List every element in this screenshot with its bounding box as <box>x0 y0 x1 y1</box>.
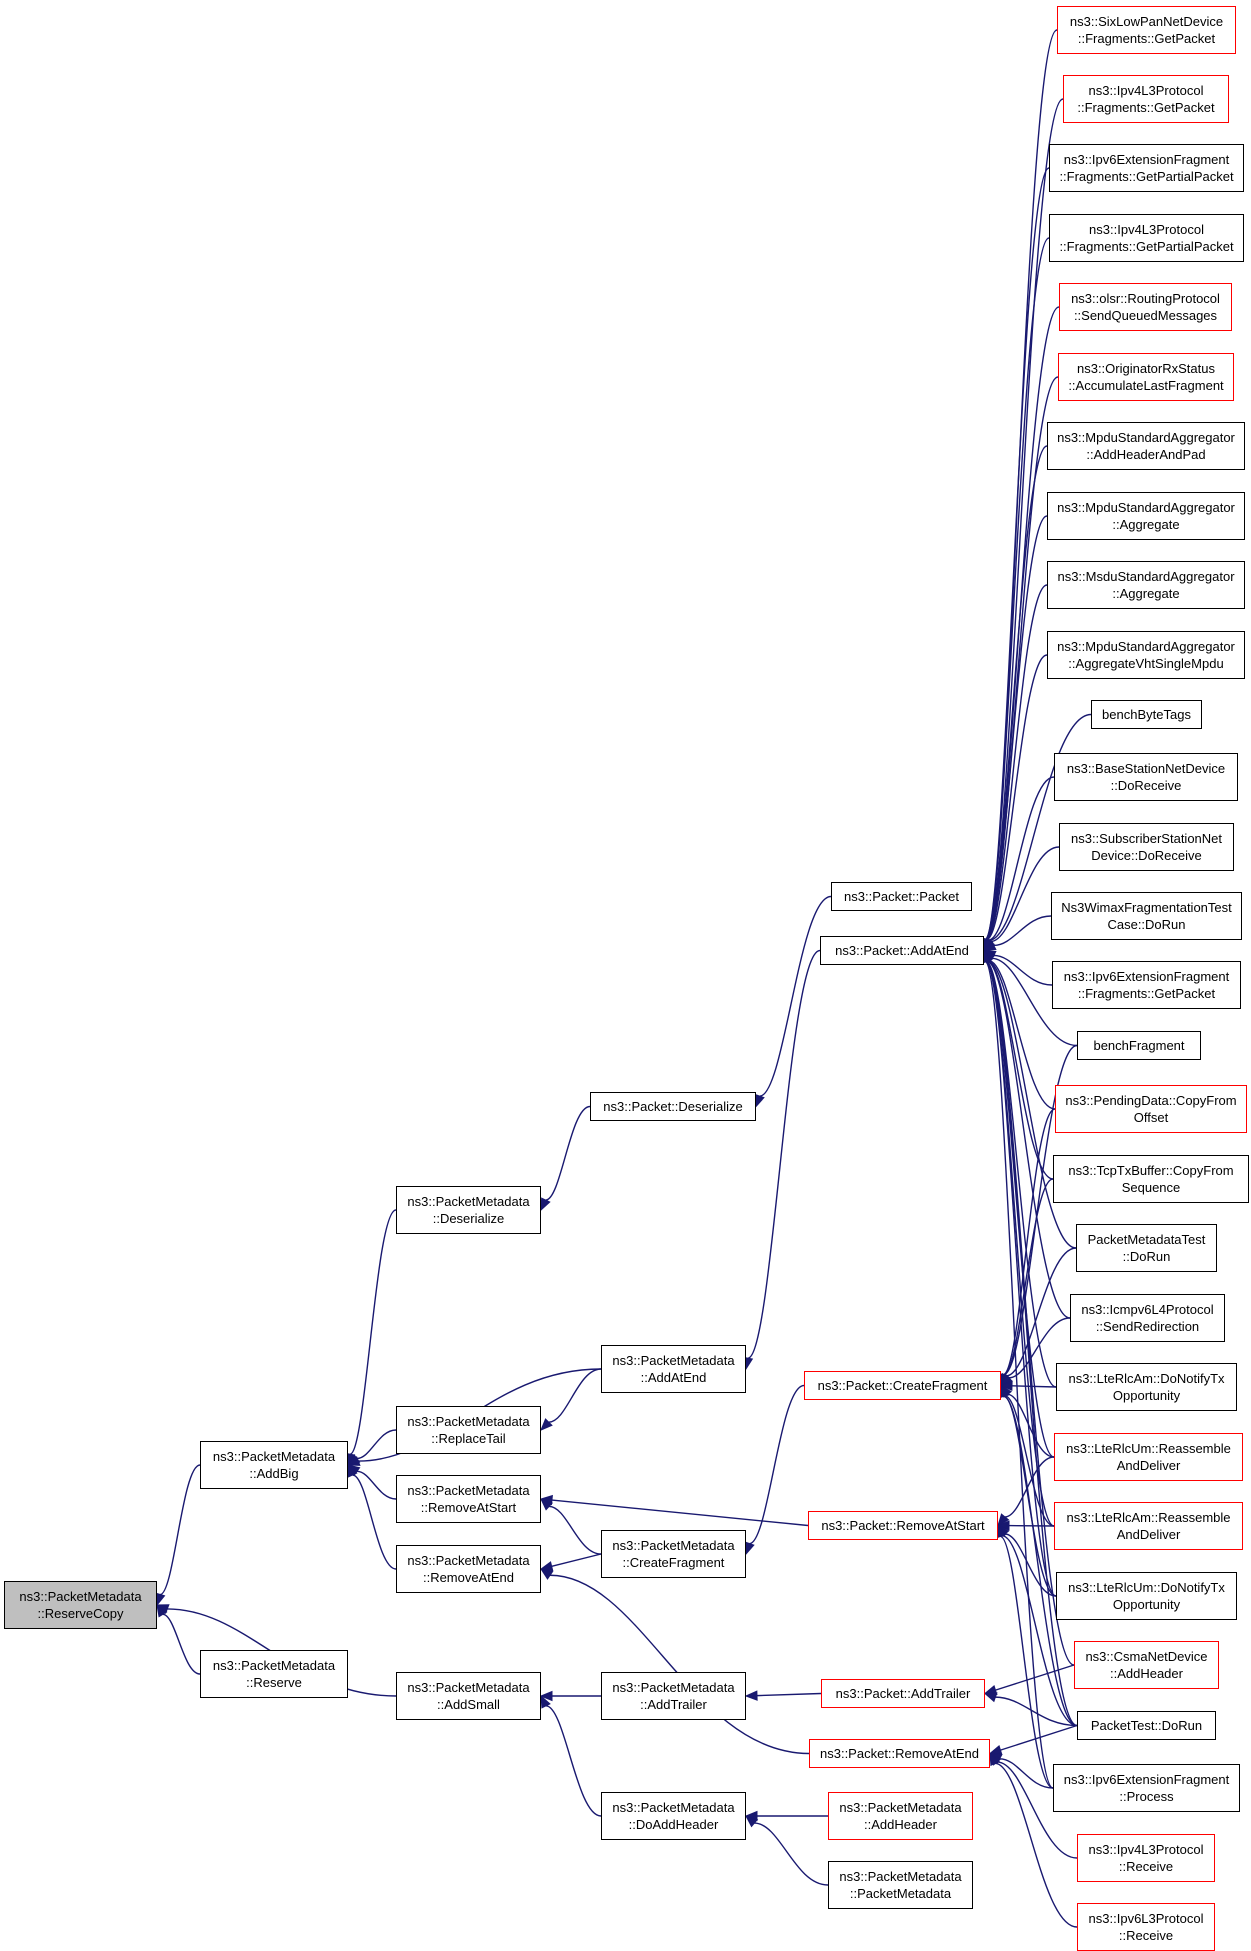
graph-node-n0: ns3::PacketMetadata ::ReserveCopy <box>4 1581 157 1629</box>
graph-node-n44[interactable]: ns3::LteRlcUm::DoNotifyTx Opportunity <box>1056 1572 1237 1620</box>
edge-n0-n2 <box>163 1614 200 1674</box>
edge-arrowhead-n11-n17 <box>746 1691 757 1700</box>
edge-n4-n8 <box>546 1107 590 1201</box>
edge-n14-n45 <box>985 961 1074 1665</box>
graph-node-n48[interactable]: ns3::Ipv4L3Protocol ::Receive <box>1077 1834 1215 1882</box>
graph-node-n5[interactable]: ns3::PacketMetadata ::ReplaceTail <box>396 1406 541 1454</box>
graph-node-n14[interactable]: ns3::Packet::AddAtEnd <box>820 936 984 965</box>
edge-arrowhead-n8-n13 <box>755 1095 763 1107</box>
edges-layer <box>156 30 1091 1927</box>
edge-n15-n41 <box>1012 1386 1056 1387</box>
edge-n14-n35 <box>994 955 1052 985</box>
graph-node-n40[interactable]: ns3::Icmpv6L4Protocol ::SendRedirection <box>1070 1294 1225 1342</box>
graph-node-n49[interactable]: ns3::Ipv6L3Protocol ::Receive <box>1077 1903 1215 1951</box>
edge-n0-n1 <box>160 1465 200 1594</box>
graph-node-n13[interactable]: ns3::Packet::Packet <box>831 882 972 911</box>
edge-n1-n7 <box>353 1475 396 1569</box>
edge-n1-n4 <box>350 1210 396 1454</box>
edge-arrowhead-n17-n46 <box>985 1693 997 1702</box>
graph-node-n1[interactable]: ns3::PacketMetadata ::AddBig <box>200 1441 348 1489</box>
graph-node-n39[interactable]: PacketMetadataTest ::DoRun <box>1076 1224 1217 1272</box>
graph-node-n27[interactable]: ns3::MpduStandardAggregator ::AddHeaderA… <box>1047 422 1245 470</box>
graph-node-n36[interactable]: benchFragment <box>1077 1031 1201 1060</box>
graph-node-n31[interactable]: benchByteTags <box>1091 700 1202 729</box>
graph-node-n3[interactable]: ns3::PacketMetadata ::AddSmall <box>396 1672 541 1720</box>
graph-node-n15[interactable]: ns3::Packet::CreateFragment <box>804 1371 1001 1400</box>
graph-node-n43[interactable]: ns3::LteRlcAm::Reassemble AndDeliver <box>1054 1502 1243 1550</box>
edge-n6-n10 <box>549 1506 601 1554</box>
graph-node-n47[interactable]: ns3::Ipv6ExtensionFragment ::Process <box>1053 1764 1240 1812</box>
graph-node-n46[interactable]: PacketTest::DoRun <box>1077 1711 1216 1740</box>
graph-node-n37[interactable]: ns3::PendingData::CopyFrom Offset <box>1055 1085 1247 1133</box>
graph-node-n25[interactable]: ns3::olsr::RoutingProtocol ::SendQueuedM… <box>1059 283 1232 331</box>
graph-node-n18[interactable]: ns3::Packet::RemoveAtEnd <box>809 1739 990 1768</box>
graph-node-n12[interactable]: ns3::PacketMetadata ::DoAddHeader <box>601 1792 746 1840</box>
graph-node-n17[interactable]: ns3::Packet::AddTrailer <box>821 1679 985 1708</box>
edge-n1-n5 <box>357 1430 396 1459</box>
graph-node-n9[interactable]: ns3::PacketMetadata ::AddAtEnd <box>601 1345 746 1393</box>
edge-n3-n12 <box>546 1706 601 1816</box>
graph-node-n38[interactable]: ns3::TcpTxBuffer::CopyFrom Sequence <box>1053 1155 1249 1203</box>
graph-node-n28[interactable]: ns3::MpduStandardAggregator ::Aggregate <box>1047 492 1245 540</box>
graph-node-n23[interactable]: ns3::Ipv6ExtensionFragment ::Fragments::… <box>1049 144 1244 192</box>
graph-node-n16[interactable]: ns3::Packet::RemoveAtStart <box>808 1511 998 1540</box>
graph-node-n42[interactable]: ns3::LteRlcUm::Reassemble AndDeliver <box>1054 1433 1243 1481</box>
graph-node-n22[interactable]: ns3::Ipv4L3Protocol ::Fragments::GetPack… <box>1063 75 1229 123</box>
edge-n6-n16 <box>552 1500 808 1525</box>
graph-node-n7[interactable]: ns3::PacketMetadata ::RemoveAtEnd <box>396 1545 541 1593</box>
graph-node-n4[interactable]: ns3::PacketMetadata ::Deserialize <box>396 1186 541 1234</box>
edge-n7-n18 <box>550 1575 809 1753</box>
graph-node-n24[interactable]: ns3::Ipv4L3Protocol ::Fragments::GetPart… <box>1049 214 1244 262</box>
edge-arrowhead-n18-n46 <box>990 1746 1002 1755</box>
edge-arrowhead-n0-n1 <box>156 1593 165 1605</box>
graph-node-n32[interactable]: ns3::BaseStationNetDevice ::DoReceive <box>1054 753 1238 801</box>
graph-node-n35[interactable]: ns3::Ipv6ExtensionFragment ::Fragments::… <box>1052 961 1241 1009</box>
graph-node-n2[interactable]: ns3::PacketMetadata ::Reserve <box>200 1650 348 1698</box>
graph-node-n21[interactable]: ns3::SixLowPanNetDevice ::Fragments::Get… <box>1057 6 1236 54</box>
graph-node-n30[interactable]: ns3::MpduStandardAggregator ::AggregateV… <box>1047 631 1245 679</box>
graph-node-n8[interactable]: ns3::Packet::Deserialize <box>590 1092 756 1121</box>
edge-arrowhead-n4-n8 <box>541 1198 550 1210</box>
graph-node-n19[interactable]: ns3::PacketMetadata ::AddHeader <box>828 1792 973 1840</box>
edge-n11-n17 <box>757 1694 821 1696</box>
graph-node-n11[interactable]: ns3::PacketMetadata ::AddTrailer <box>601 1672 746 1720</box>
graph-node-n34[interactable]: Ns3WimaxFragmentationTest Case::DoRun <box>1051 892 1242 940</box>
graph-node-n33[interactable]: ns3::SubscriberStationNet Device::DoRece… <box>1059 823 1234 871</box>
edge-n9-n14 <box>748 951 820 1359</box>
graph-node-n26[interactable]: ns3::OriginatorRxStatus ::AccumulateLast… <box>1058 353 1234 401</box>
graph-node-n10[interactable]: ns3::PacketMetadata ::CreateFragment <box>601 1530 746 1578</box>
edge-n8-n13 <box>760 897 831 1097</box>
edge-arrowhead-n5-n9 <box>541 1419 552 1430</box>
edge-n7-n10 <box>552 1554 601 1566</box>
edge-n16-n46 <box>1002 1536 1077 1726</box>
graph-node-n45[interactable]: ns3::CsmaNetDevice ::AddHeader <box>1074 1641 1219 1689</box>
graph-node-n20[interactable]: ns3::PacketMetadata ::PacketMetadata <box>828 1861 973 1909</box>
edge-n5-n9 <box>549 1369 601 1422</box>
edge-arrowhead-n10-n15 <box>745 1542 754 1554</box>
graph-node-n6[interactable]: ns3::PacketMetadata ::RemoveAtStart <box>396 1475 541 1523</box>
edge-n1-n6 <box>357 1471 396 1499</box>
edge-n14-n28 <box>986 516 1047 940</box>
edge-n12-n20 <box>754 1823 828 1885</box>
graph-node-n29[interactable]: ns3::MsduStandardAggregator ::Aggregate <box>1047 561 1245 609</box>
graph-node-n41[interactable]: ns3::LteRlcAm::DoNotifyTx Opportunity <box>1056 1363 1237 1411</box>
